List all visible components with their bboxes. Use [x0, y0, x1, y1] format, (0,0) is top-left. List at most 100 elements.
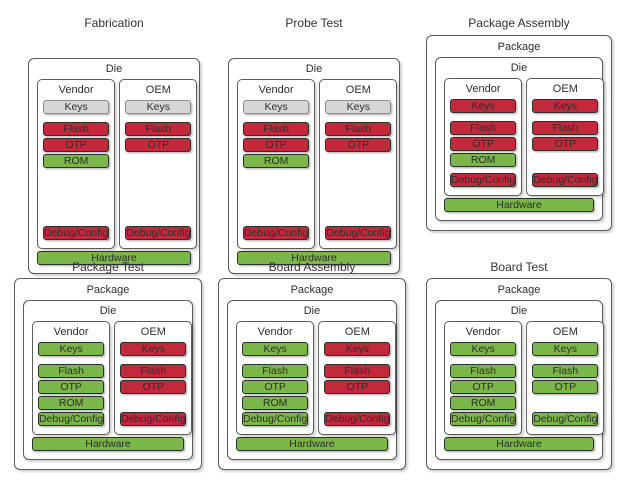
die-label: Die: [303, 305, 321, 317]
debugconfig-box-vendor: Debug/Config: [43, 226, 110, 240]
panel-title: Fabrication: [84, 16, 144, 30]
flash-box-vendor: Flash: [38, 364, 105, 378]
panel-title: Package Assembly: [468, 16, 570, 30]
vendor-label: Vendor: [257, 326, 293, 338]
keys-box-vendor: Keys: [450, 342, 517, 356]
die-label: Die: [510, 62, 528, 74]
debugconfig-box-vendor: Debug/Config: [450, 173, 517, 187]
rom-box-vendor: ROM: [450, 153, 517, 167]
otp-box-oem: OTP: [125, 138, 192, 152]
vendor-label: Vendor: [53, 326, 89, 338]
flash-box-oem: Flash: [532, 121, 599, 135]
package-label: Package: [497, 284, 541, 296]
debugconfig-box-oem: Debug/Config: [120, 412, 187, 426]
die-label: Die: [510, 305, 528, 317]
flash-box-vendor: Flash: [243, 122, 310, 136]
keys-box-vendor: Keys: [38, 342, 105, 356]
otp-box-vendor: OTP: [243, 138, 310, 152]
flash-box-vendor: Flash: [242, 364, 309, 378]
hardware-bar: Hardware: [237, 251, 391, 265]
rom-box-vendor: ROM: [450, 396, 517, 410]
hardware-bar: Hardware: [444, 437, 594, 451]
hardware-bar: Hardware: [236, 437, 388, 451]
keys-box-vendor: Keys: [242, 342, 309, 356]
hardware-bar: Hardware: [444, 198, 594, 212]
debugconfig-box-oem: Debug/Config: [324, 412, 391, 426]
debugconfig-box-oem: Debug/Config: [125, 226, 192, 240]
hardware-bar: Hardware: [37, 251, 191, 265]
flash-box-vendor: Flash: [450, 121, 517, 135]
keys-box-vendor: Keys: [43, 100, 110, 114]
debugconfig-box-oem: Debug/Config: [532, 412, 599, 426]
die-label: Die: [105, 63, 123, 75]
hardware-bar: Hardware: [32, 437, 184, 451]
otp-box-vendor: OTP: [43, 138, 110, 152]
vendor-label: Vendor: [465, 326, 501, 338]
oem-label: OEM: [345, 84, 371, 96]
otp-box-vendor: OTP: [450, 137, 517, 151]
vendor-label: Vendor: [465, 83, 501, 95]
keys-box-oem: Keys: [532, 342, 599, 356]
oem-label: OEM: [344, 326, 370, 338]
flash-box-vendor: Flash: [450, 364, 517, 378]
otp-box-oem: OTP: [324, 380, 391, 394]
die-label: Die: [305, 63, 323, 75]
debugconfig-box-vendor: Debug/Config: [450, 412, 517, 426]
otp-box-vendor: OTP: [450, 380, 517, 394]
debugconfig-box-vendor: Debug/Config: [243, 226, 310, 240]
debugconfig-box-vendor: Debug/Config: [242, 412, 309, 426]
flash-box-vendor: Flash: [43, 122, 110, 136]
vendor-label: Vendor: [58, 84, 94, 96]
vendor-label: Vendor: [258, 84, 294, 96]
otp-box-vendor: OTP: [242, 380, 309, 394]
keys-box-vendor: Keys: [450, 99, 517, 113]
keys-box-oem: Keys: [324, 342, 391, 356]
flash-box-oem: Flash: [120, 364, 187, 378]
rom-box-vendor: ROM: [242, 396, 309, 410]
flash-box-oem: Flash: [325, 122, 392, 136]
oem-label: OEM: [140, 326, 166, 338]
package-label: Package: [86, 284, 130, 296]
otp-box-oem: OTP: [120, 380, 187, 394]
die-label: Die: [99, 305, 117, 317]
rom-box-vendor: ROM: [38, 396, 105, 410]
oem-label: OEM: [552, 326, 578, 338]
debugconfig-box-oem: Debug/Config: [532, 173, 599, 187]
oem-label: OEM: [552, 83, 578, 95]
oem-label: OEM: [145, 84, 171, 96]
debugconfig-box-oem: Debug/Config: [325, 226, 392, 240]
otp-box-vendor: OTP: [38, 380, 105, 394]
package-label: Package: [290, 284, 334, 296]
keys-box-oem: Keys: [120, 342, 187, 356]
flash-box-oem: Flash: [324, 364, 391, 378]
